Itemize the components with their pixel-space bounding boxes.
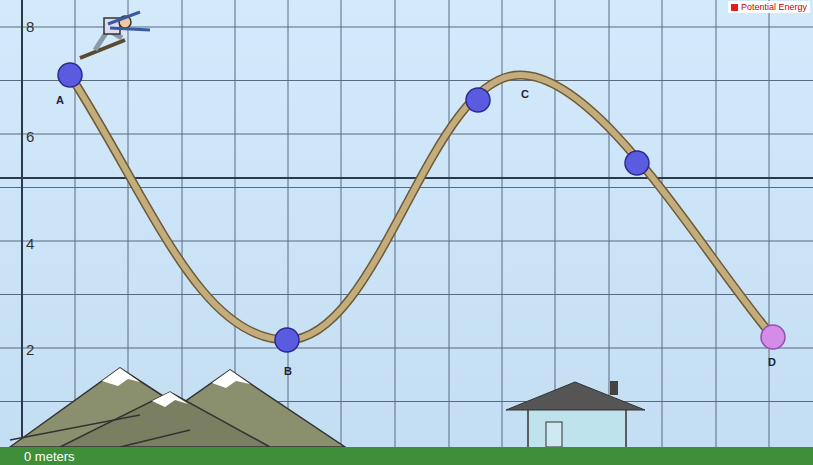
grid bbox=[0, 0, 813, 447]
axis-line bbox=[21, 0, 23, 447]
grid-line bbox=[716, 0, 717, 447]
control-points bbox=[58, 63, 785, 352]
legend-entry: Potential Energy bbox=[728, 1, 810, 13]
grid-line bbox=[182, 0, 183, 447]
grid-line bbox=[0, 187, 813, 188]
grid-line bbox=[0, 348, 813, 349]
skater bbox=[80, 12, 150, 58]
ground bbox=[0, 447, 813, 465]
legend-swatch bbox=[731, 4, 738, 11]
grid-line bbox=[0, 80, 813, 81]
axis-number: 2 bbox=[26, 341, 34, 358]
reference-line bbox=[0, 177, 813, 179]
track bbox=[70, 75, 773, 340]
axis-number: 8 bbox=[26, 18, 34, 35]
grid-line bbox=[0, 241, 813, 242]
grid-line bbox=[341, 0, 342, 447]
point-label: A bbox=[56, 94, 64, 106]
grid-line bbox=[288, 0, 289, 447]
house bbox=[506, 381, 645, 448]
mountains bbox=[10, 368, 345, 447]
point-label: C bbox=[521, 88, 529, 100]
grid-line bbox=[555, 0, 556, 447]
grid-line bbox=[769, 0, 770, 447]
track-edge bbox=[70, 75, 773, 340]
legend-text: Potential Energy bbox=[741, 2, 807, 12]
grid-line bbox=[662, 0, 663, 447]
grid-line bbox=[0, 134, 813, 135]
point-label: D bbox=[768, 356, 776, 368]
ground-label: 0 meters bbox=[24, 449, 75, 464]
grid-line bbox=[449, 0, 450, 447]
grid-line bbox=[502, 0, 503, 447]
grid-line bbox=[609, 0, 610, 447]
point-label: B bbox=[284, 365, 292, 377]
grid-line bbox=[0, 294, 813, 295]
axis-number: 6 bbox=[26, 128, 34, 145]
axis-number: 4 bbox=[26, 235, 34, 252]
